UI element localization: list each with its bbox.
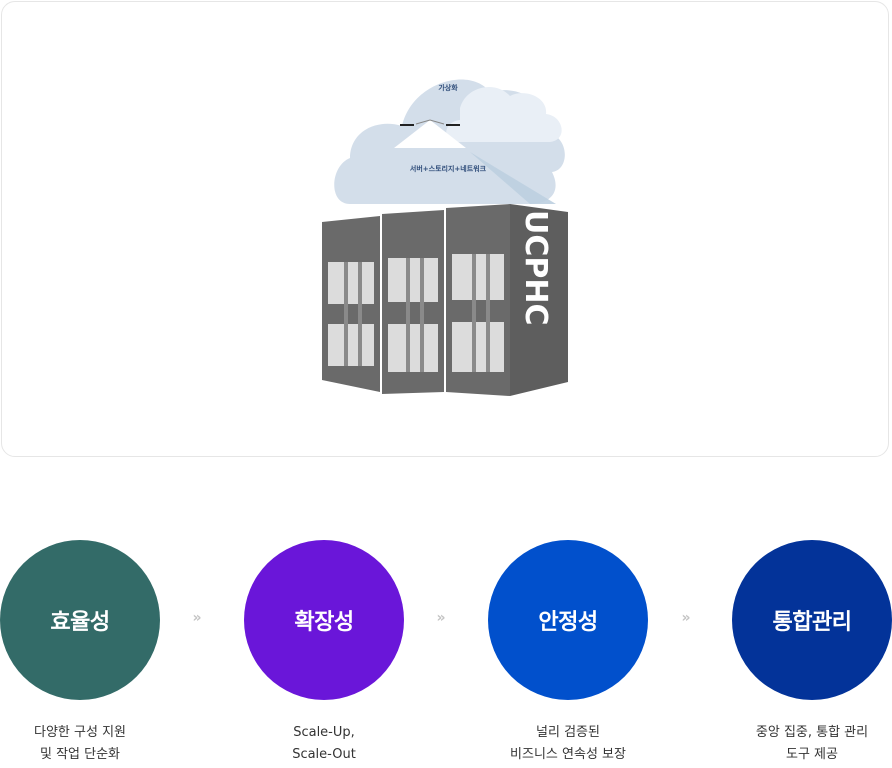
step-efficiency: 효율성 다양한 구성 지원 및 작업 단순화: [0, 540, 160, 766]
ucphc-illustration: 가상화 서버+스토리지+네트워크 UCPHC: [320, 62, 582, 402]
step-title: 통합관리: [772, 610, 852, 635]
cloud-bottom-label: 서버+스토리지+네트워크: [410, 164, 487, 173]
step-description: 널리 검증된 비즈니스 연속성 보장: [488, 722, 648, 766]
feature-steps: 효율성 다양한 구성 지원 및 작업 단순화 » 확장성 Scale-Up, S…: [0, 540, 892, 768]
step-circle: 확장성: [244, 540, 404, 700]
step-title: 효율성: [50, 610, 110, 635]
step-circle: 통합관리: [732, 540, 892, 700]
step-description: Scale-Up, Scale-Out: [244, 722, 404, 766]
double-chevron-icon: »: [681, 610, 691, 626]
step-integrated-management: 통합관리 중앙 집중, 통합 관리 도구 제공: [732, 540, 892, 766]
desc-line: Scale-Out: [292, 747, 356, 762]
server-brand-label: UCPHC: [518, 210, 553, 326]
desc-line: 다양한 구성 지원: [34, 725, 126, 740]
desc-line: 비즈니스 연속성 보장: [510, 747, 626, 762]
desc-line: Scale-Up,: [293, 725, 355, 740]
step-title: 확장성: [294, 610, 354, 635]
cloud-server-graphic: 가상화 서버+스토리지+네트워크 UCPHC: [322, 79, 568, 396]
illustration-panel: 가상화 서버+스토리지+네트워크 UCPHC: [1, 1, 889, 457]
step-scalability: 확장성 Scale-Up, Scale-Out: [244, 540, 404, 766]
server-rack-icon: [322, 204, 568, 396]
step-stability: 안정성 널리 검증된 비즈니스 연속성 보장: [488, 540, 648, 766]
desc-line: 도구 제공: [786, 747, 838, 762]
cloud-top-label: 가상화: [438, 83, 458, 92]
double-chevron-icon: »: [436, 610, 446, 626]
step-description: 다양한 구성 지원 및 작업 단순화: [0, 722, 160, 766]
double-chevron-icon: »: [192, 610, 202, 626]
step-circle: 안정성: [488, 540, 648, 700]
desc-line: 중앙 집중, 통합 관리: [755, 725, 869, 740]
up-arrow-icon: [394, 119, 466, 148]
step-title: 안정성: [538, 610, 598, 635]
desc-line: 및 작업 단순화: [39, 747, 121, 762]
step-circle: 효율성: [0, 540, 160, 700]
step-description: 중앙 집중, 통합 관리 도구 제공: [732, 722, 892, 766]
desc-line: 널리 검증된: [536, 725, 600, 740]
